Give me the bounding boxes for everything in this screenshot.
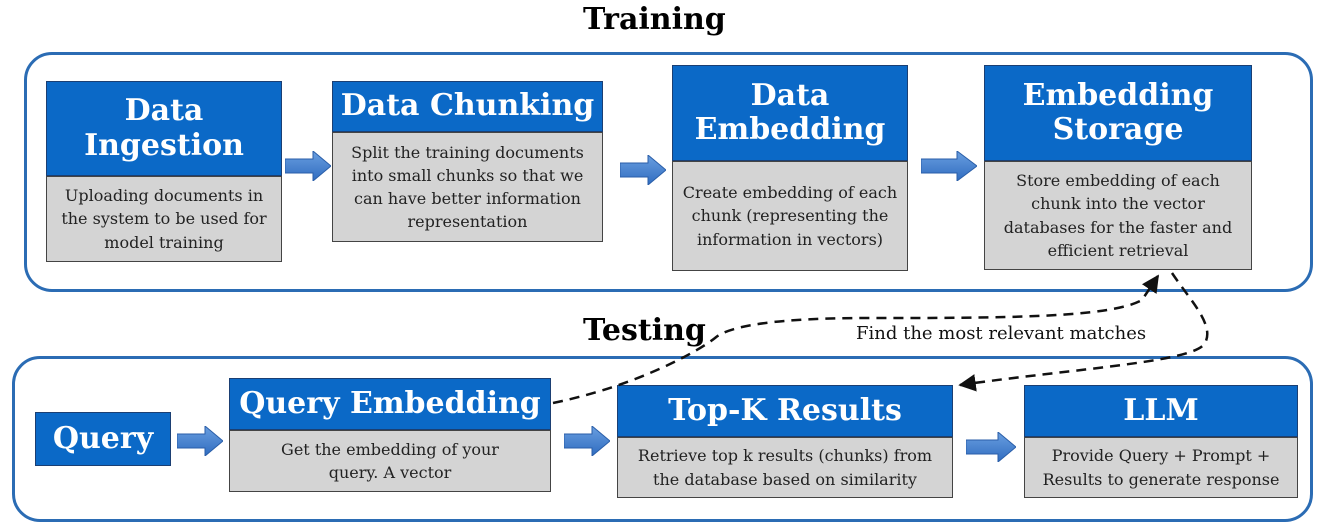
embedding-storage-description: Store embedding of each chunk into the v… bbox=[984, 161, 1252, 270]
data-ingestion-card: Data Ingestion Uploading documents in th… bbox=[46, 81, 282, 262]
data-chunking-description: Split the training documents into small … bbox=[332, 132, 603, 242]
data-embedding-description: Create embedding of each chunk (represen… bbox=[672, 161, 908, 271]
data-chunking-title: Data Chunking bbox=[332, 81, 603, 132]
llm-card: LLM Provide Query + Prompt + Results to … bbox=[1024, 385, 1298, 498]
data-chunking-card: Data Chunking Split the training documen… bbox=[332, 81, 603, 242]
arrow-embedding-to-storage bbox=[921, 151, 977, 181]
top-k-results-title: Top-K Results bbox=[617, 385, 953, 437]
embedding-storage-title: Embedding Storage bbox=[984, 65, 1252, 161]
data-ingestion-title: Data Ingestion bbox=[46, 81, 282, 176]
connector-label: Find the most relevant matches bbox=[856, 323, 1147, 344]
arrow-query-to-query-embedding bbox=[177, 426, 223, 456]
arrow-chunking-to-embedding bbox=[620, 155, 666, 185]
arrow-query-embedding-to-top-k bbox=[564, 426, 610, 456]
top-k-results-card: Top-K Results Retrieve top k results (ch… bbox=[617, 385, 953, 498]
query-embedding-card: Query Embedding Get the embedding of you… bbox=[229, 378, 551, 492]
query-embedding-description: Get the embedding of your query. A vecto… bbox=[229, 430, 551, 492]
query-embedding-title: Query Embedding bbox=[229, 378, 551, 430]
top-k-results-description: Retrieve top k results (chunks) from the… bbox=[617, 437, 953, 498]
query-card: Query bbox=[35, 412, 171, 466]
query-title: Query bbox=[35, 412, 171, 466]
training-title: Training bbox=[583, 2, 726, 37]
data-embedding-title: Data Embedding bbox=[672, 65, 908, 161]
arrow-top-k-to-llm bbox=[966, 432, 1016, 462]
testing-title: Testing bbox=[583, 313, 706, 348]
data-embedding-card: Data Embedding Create embedding of each … bbox=[672, 65, 908, 271]
llm-title: LLM bbox=[1024, 385, 1298, 437]
data-ingestion-description: Uploading documents in the system to be … bbox=[46, 176, 282, 262]
llm-description: Provide Query + Prompt + Results to gene… bbox=[1024, 437, 1298, 498]
arrow-ingestion-to-chunking bbox=[285, 151, 331, 181]
embedding-storage-card: Embedding Storage Store embedding of eac… bbox=[984, 65, 1252, 270]
